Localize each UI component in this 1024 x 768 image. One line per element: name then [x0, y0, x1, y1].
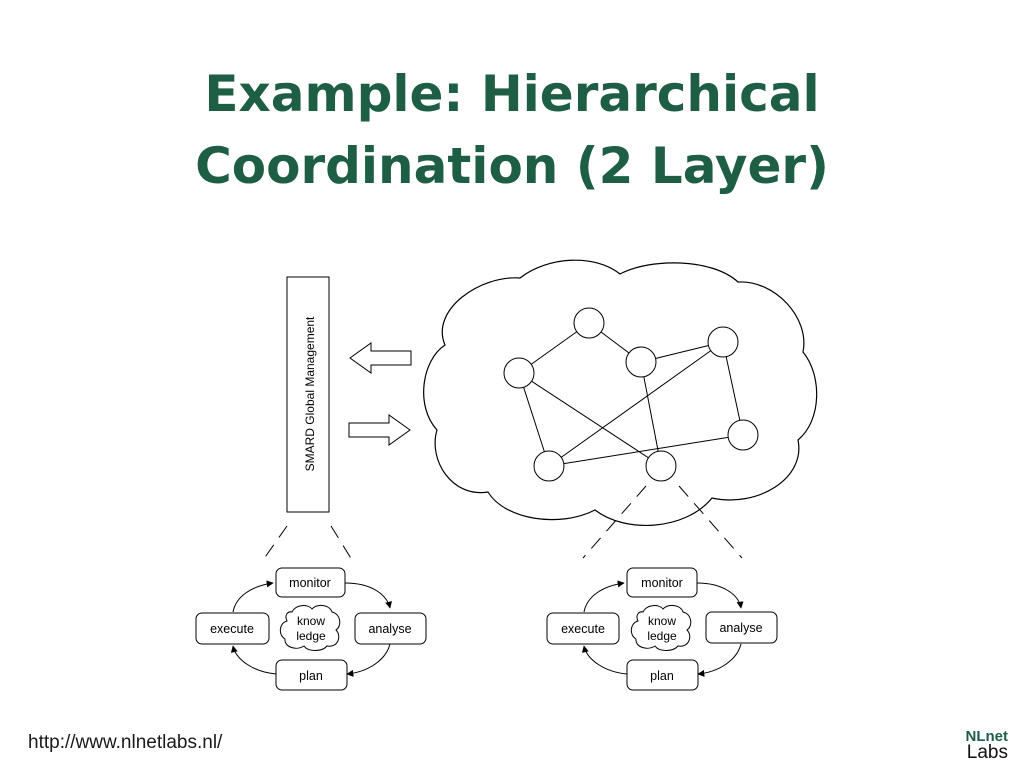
zoom-lines [262, 485, 743, 561]
knowledge-label-2: ledge [647, 629, 677, 643]
knowledge-cloud [279, 604, 341, 651]
analyse-box [705, 611, 778, 644]
network-node [727, 419, 759, 451]
monitor-label: monitor [289, 576, 331, 590]
knowledge-label-1: know [648, 614, 676, 628]
analyse-label: analyse [368, 622, 411, 636]
plan-box [626, 659, 699, 691]
analyse-label: analyse [719, 621, 762, 635]
arrow-right-icon [348, 414, 411, 446]
execute-label: execute [210, 622, 254, 636]
network-node [533, 450, 565, 482]
title-line-2: Coordination (2 Layer) [195, 137, 829, 195]
network-cloud [423, 259, 818, 527]
network-node [645, 450, 677, 482]
network-node [503, 357, 535, 389]
monitor-box [626, 567, 698, 598]
arrow-left-icon [349, 342, 412, 374]
plan-box [275, 659, 348, 691]
execute-box [195, 612, 270, 645]
analyse-box [354, 612, 427, 645]
slide-title: Example: Hierarchical Coordination (2 La… [0, 58, 1024, 202]
monitor-box [275, 567, 346, 598]
plan-label: plan [299, 669, 323, 683]
knowledge-label-1: know [297, 614, 325, 628]
nlnet-labs-logo: NLnet Labs [944, 728, 1014, 764]
footer-link[interactable]: http://www.nlnetlabs.nl/ [28, 732, 223, 753]
title-line-1: Example: Hierarchical [204, 65, 820, 123]
mape-loop-left: monitor analyse plan execute know ledge [195, 567, 427, 691]
global-management-box: SMARD Global Management [286, 276, 330, 513]
global-management-label: SMARD Global Management [303, 316, 317, 471]
logo-top-text: NLnet [965, 728, 1009, 745]
network-nodes [503, 307, 759, 482]
mape-loop-right: monitor analyse plan execute know ledge [546, 567, 778, 691]
logo-bottom-text: Labs [966, 742, 1008, 763]
knowledge-label-2: ledge [296, 629, 326, 643]
plan-label: plan [650, 669, 674, 683]
network-node [707, 326, 739, 358]
network-node [573, 307, 605, 339]
knowledge-cloud [630, 604, 692, 651]
network-node [625, 346, 657, 378]
execute-label: execute [561, 622, 605, 636]
monitor-label: monitor [641, 576, 683, 590]
execute-box [546, 612, 620, 645]
